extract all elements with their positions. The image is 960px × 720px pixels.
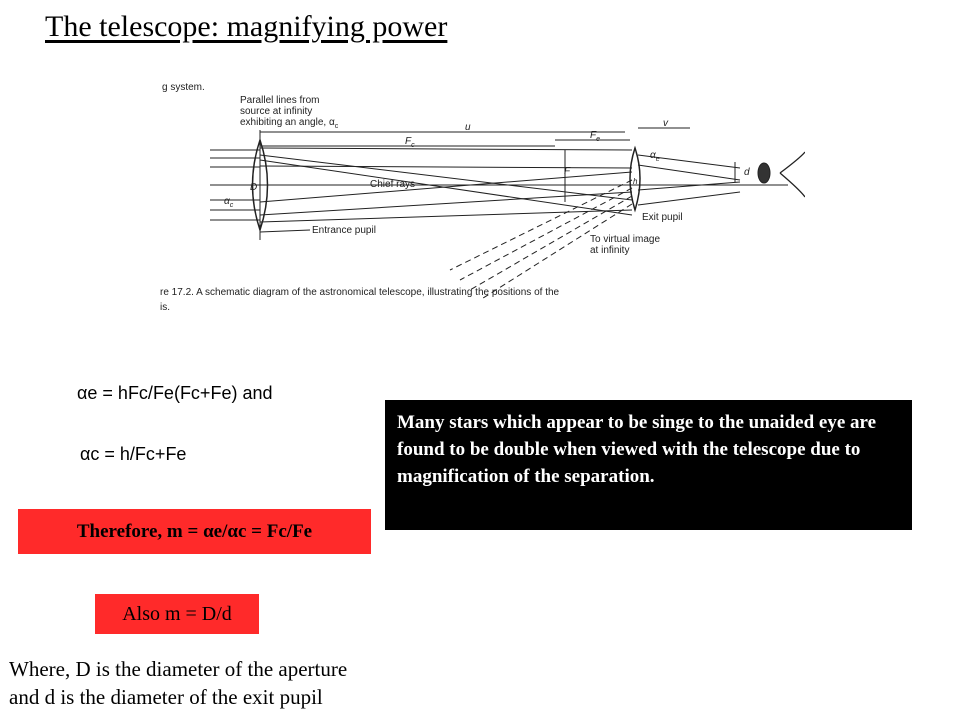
exit-ray	[637, 164, 741, 181]
diagram-system-text: g system.	[162, 82, 205, 93]
virtual-ray	[449, 179, 633, 271]
magnification-formula: Therefore, m = αe/αc = Fc/Fe	[18, 509, 371, 554]
v-label: v	[663, 118, 669, 129]
exit-ray	[637, 191, 741, 206]
d-label: d	[744, 167, 750, 178]
ray	[259, 159, 633, 216]
ray	[259, 191, 633, 216]
ray	[259, 165, 633, 169]
virtual-ray	[469, 195, 633, 291]
figure-caption: is.	[160, 302, 170, 313]
ray	[259, 147, 633, 151]
eyepiece-lens	[629, 145, 641, 213]
virtual-ray	[459, 187, 633, 281]
parallel-lines-label: exhibiting an angle, αc	[240, 117, 339, 130]
u-label: u	[465, 122, 471, 133]
exit-ray	[637, 154, 741, 169]
virtual-image-label: at infinity	[590, 245, 629, 256]
eye-pupil	[757, 162, 771, 184]
entrance-pupil-pointer	[259, 229, 311, 233]
definition-line: and d is the diameter of the exit pupil	[9, 685, 323, 709]
ray	[259, 154, 633, 201]
D-label: D	[250, 182, 257, 193]
telescope-diagram: g system. Parallel lines from source at …	[160, 82, 805, 313]
h-label: h	[633, 177, 638, 186]
exit-ray	[637, 181, 741, 191]
eye-icon	[779, 151, 805, 198]
chief-rays-label: Chief rays	[370, 179, 415, 190]
definition-note: Where, D is the diameter of the aperture…	[9, 655, 347, 711]
figure-caption: re 17.2. A schematic diagram of the astr…	[160, 287, 560, 298]
equation-alpha-c: αc = h/Fc+Fe	[80, 444, 187, 464]
alpha-c-label: αc	[224, 196, 234, 209]
virtual-image-label: To virtual image	[590, 234, 660, 245]
parallel-lines-label: Parallel lines from	[240, 95, 319, 106]
equation-alpha-e: αe = hFc/Fe(Fc+Fe) and	[77, 383, 273, 403]
entrance-pupil-label: Entrance pupil	[312, 225, 376, 236]
alpha-e-label: αe	[650, 150, 660, 163]
fc-label: Fc	[405, 136, 415, 149]
exit-pupil-label: Exit pupil	[642, 212, 683, 223]
aperture-ratio-formula: Also m = D/d	[95, 594, 259, 634]
definition-line: Where, D is the diameter of the aperture	[9, 657, 348, 681]
parallel-lines-label: source at infinity	[240, 106, 312, 117]
info-box: Many stars which appear to be singe to t…	[385, 400, 912, 530]
f-label: F	[564, 166, 571, 177]
fe-label: Fe	[590, 130, 600, 143]
ray	[259, 209, 633, 223]
page-title: The telescope: magnifying power	[45, 10, 448, 43]
